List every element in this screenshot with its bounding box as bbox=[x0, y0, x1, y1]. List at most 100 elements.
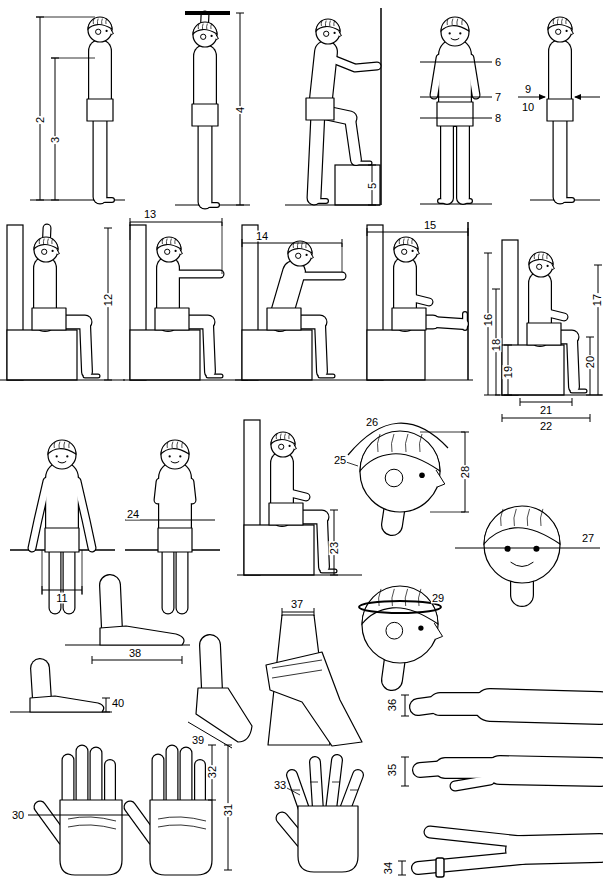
hair-stroke bbox=[405, 589, 408, 606]
limb-fill bbox=[181, 753, 192, 805]
limb-fill bbox=[354, 162, 370, 165]
dimension-tick bbox=[236, 13, 244, 14]
limb-outline bbox=[314, 112, 318, 198]
hair-stroke bbox=[418, 589, 421, 606]
limb-outline bbox=[445, 757, 500, 779]
dimension-tick bbox=[401, 716, 409, 717]
limb-outline bbox=[162, 545, 175, 608]
head bbox=[394, 238, 418, 262]
child-figure bbox=[267, 241, 342, 376]
dimension-tick bbox=[504, 395, 512, 396]
shorts bbox=[45, 528, 79, 552]
callout-number: 16 bbox=[483, 313, 494, 327]
hair-stroke bbox=[456, 19, 458, 25]
dimension-tick bbox=[208, 745, 216, 746]
limb-outline bbox=[320, 322, 322, 372]
dimension-tick bbox=[330, 510, 338, 511]
ear bbox=[296, 253, 301, 258]
callout-number: 18 bbox=[491, 338, 502, 352]
hair-stroke bbox=[534, 254, 536, 259]
hair-stroke bbox=[51, 239, 53, 244]
measuring-bar bbox=[185, 11, 230, 15]
limb-outline bbox=[470, 58, 476, 95]
dimension-tick bbox=[398, 875, 406, 876]
callout-number: 24 bbox=[126, 509, 140, 520]
ring bbox=[436, 858, 444, 877]
limb-fill bbox=[177, 545, 188, 608]
measure-line bbox=[455, 548, 600, 549]
limb-fill bbox=[520, 848, 600, 850]
hair-stroke bbox=[276, 434, 278, 439]
child-figure bbox=[32, 228, 98, 376]
palm-crease bbox=[158, 825, 206, 829]
dimension-tick bbox=[102, 712, 110, 713]
dimension-tick bbox=[368, 205, 376, 206]
eye bbox=[419, 472, 425, 478]
limb-outline bbox=[520, 848, 600, 850]
limb-outline bbox=[198, 117, 213, 202]
hair-stroke bbox=[527, 509, 530, 526]
dimension-tick bbox=[492, 395, 500, 396]
child-figure bbox=[269, 432, 335, 571]
nose bbox=[180, 249, 183, 254]
dimension-tick bbox=[398, 861, 406, 862]
limb-fill bbox=[110, 585, 112, 630]
hair-stroke bbox=[167, 442, 169, 448]
chair-seat bbox=[367, 330, 425, 380]
finger-line bbox=[272, 660, 322, 668]
eye bbox=[418, 625, 423, 630]
hair-stroke bbox=[97, 19, 99, 24]
head bbox=[193, 23, 217, 47]
callout-number: 23 bbox=[329, 541, 340, 555]
extension-line bbox=[42, 550, 43, 595]
limb-fill bbox=[164, 490, 190, 505]
limb-fill bbox=[46, 478, 78, 532]
shorts bbox=[547, 99, 573, 121]
child-figure bbox=[210, 645, 212, 690]
hair-stroke bbox=[63, 442, 65, 448]
head-profile bbox=[360, 431, 445, 525]
limb-fill bbox=[153, 760, 164, 805]
limb-outline bbox=[572, 337, 574, 387]
limb-fill bbox=[572, 390, 585, 393]
limb-fill bbox=[159, 478, 191, 532]
extension-line bbox=[342, 243, 343, 272]
eye bbox=[179, 455, 181, 457]
hair bbox=[360, 431, 440, 471]
knuckle-line bbox=[292, 790, 300, 791]
dimension-tick bbox=[104, 228, 112, 229]
callout-number: 12 bbox=[103, 293, 114, 307]
dimension-tick bbox=[572, 398, 573, 406]
tape-loop bbox=[359, 601, 441, 613]
palm-crease bbox=[68, 825, 116, 829]
chair-seat bbox=[130, 330, 200, 380]
arrowhead bbox=[539, 94, 546, 100]
callout-number: 15 bbox=[423, 220, 437, 231]
callout-number: 14 bbox=[255, 231, 269, 242]
dimension-tick bbox=[520, 398, 521, 406]
arrowhead bbox=[574, 94, 581, 100]
limb-outline bbox=[85, 322, 87, 372]
callout-number: 11 bbox=[55, 593, 68, 604]
limb-fill bbox=[330, 58, 377, 68]
limb-fill bbox=[313, 199, 326, 203]
dimension-tick bbox=[484, 395, 492, 396]
hair-stroke bbox=[333, 21, 335, 26]
dimension-tick bbox=[401, 786, 409, 787]
limb-outline bbox=[45, 478, 79, 532]
extension-line bbox=[222, 222, 223, 274]
hair bbox=[193, 22, 217, 34]
floor-line bbox=[420, 203, 492, 204]
nose bbox=[552, 264, 555, 269]
hair bbox=[316, 19, 340, 31]
hair-stroke bbox=[377, 434, 380, 452]
dimension-tick bbox=[367, 228, 368, 236]
callout-number: 20 bbox=[585, 355, 596, 369]
limb-outline bbox=[562, 55, 563, 102]
limb-fill bbox=[282, 469, 306, 497]
dimension-tick bbox=[104, 380, 112, 381]
limb-fill bbox=[405, 274, 429, 302]
dimension-tick bbox=[42, 586, 43, 594]
hair-stroke bbox=[210, 24, 212, 29]
head bbox=[48, 441, 76, 469]
